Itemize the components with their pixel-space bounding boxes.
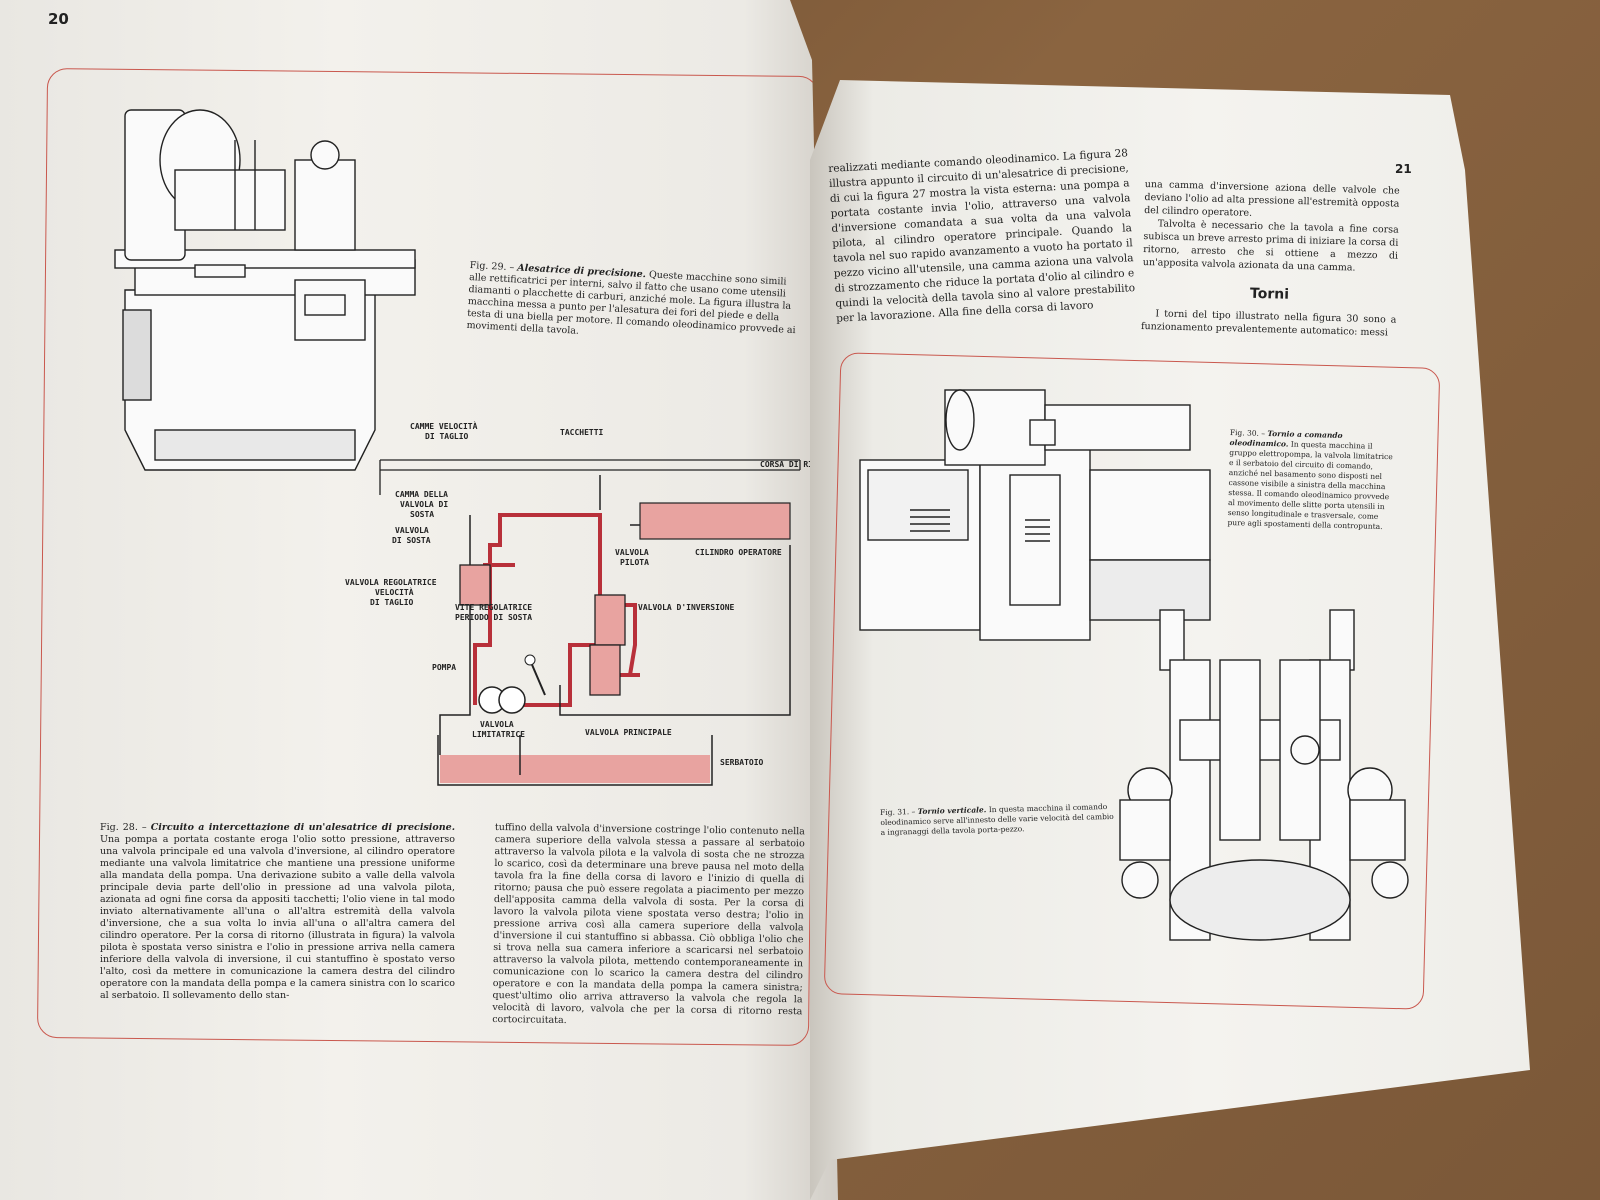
fig28-text-col1: Una pompa a portata costante eroga l'oli… — [100, 834, 455, 1001]
label-periodo-di-sosta: PERIODO DI SOSTA — [455, 613, 532, 622]
fig30-text: In questa macchina il gruppo elettropomp… — [1227, 439, 1393, 532]
label-di-sosta: DI SOSTA — [392, 536, 431, 545]
section-heading-torni: Torni — [1249, 285, 1290, 303]
right-col2-para2: Talvolta è necessario che la tavola a fi… — [1142, 218, 1399, 274]
right-col2-para3: I torni del tipo illustrato nella figura… — [1140, 308, 1397, 339]
right-body-col1: realizzati mediante comando oleodinamico… — [828, 147, 1136, 325]
label-tacchetti: TACCHETTI — [560, 428, 604, 437]
label-valvola: VALVOLA — [395, 526, 429, 535]
label-serbatoio: SERBATOIO — [720, 758, 764, 767]
label-sosta: SOSTA — [410, 510, 434, 519]
label-di-taglio: DI TAGLIO — [370, 598, 414, 607]
fig29-boring-machine-illustration — [114, 109, 416, 471]
label-pompa: POMPA — [432, 663, 456, 672]
serbatoio-oil-tank — [440, 755, 710, 783]
label-corsa-di-ritorno: CORSA DI RITORNO — [760, 460, 837, 469]
label-valvola-inversione: VALVOLA D'INVERSIONE — [638, 603, 735, 612]
right-page: 21 realizzati mediante comando oleodinam… — [810, 80, 1530, 1200]
cilindro-operatore-cylinder — [639, 502, 791, 540]
label-camme-velocita: CAMME VELOCITÀ — [410, 420, 478, 431]
label-valvola-limitatrice-1: VALVOLA — [480, 720, 514, 729]
label-valvola-pilota-1: VALVOLA — [615, 548, 649, 557]
label-di-taglio-top: DI TAGLIO — [425, 432, 469, 441]
label-camma-della: CAMMA DELLA — [395, 490, 448, 499]
label-cilindro-operatore: CILINDRO OPERATORE — [695, 548, 782, 557]
page-number-right: 21 — [1395, 162, 1412, 176]
label-valvola-limitatrice-2: LIMITATRICE — [472, 730, 525, 739]
page-number-left: 20 — [48, 10, 69, 28]
fig31-vertical-lathe-illustration — [1119, 609, 1409, 941]
fig29-text: Queste macchine sono simili alle rettifi… — [466, 269, 796, 337]
fig28-title: Circuito a intercettazione di un'alesatr… — [150, 822, 455, 833]
right-body-col2: una camma d'inversione aziona delle valv… — [1141, 178, 1400, 340]
label-vite-regolatrice: VITE REGOLATRICE — [455, 603, 532, 612]
fig28-caption-col2: tuffino della valvola d'inversione costr… — [492, 822, 805, 1027]
fig31-title: Tornio verticale. — [917, 805, 987, 817]
fig31-label: Fig. 31. – — [880, 807, 918, 817]
fig30-caption: Fig. 30. – Tornio a comando oleodinamico… — [1227, 428, 1395, 532]
fig30-hydraulic-lathe-illustration — [859, 389, 1211, 641]
fig28-caption-col1: Fig. 28. – Circuito a intercettazione di… — [100, 822, 455, 1002]
fig31-caption: Fig. 31. – Tornio verticale. In questa m… — [880, 802, 1119, 838]
fig28-hydraulic-circuit-diagram: CAMME VELOCITÀ DI TAGLIO TACCHETTI CORSA… — [345, 420, 837, 786]
label-valvola-di: VALVOLA DI — [400, 500, 448, 509]
label-valvola-principale: VALVOLA PRINCIPALE — [585, 728, 672, 737]
label-valvola-pilota-2: PILOTA — [620, 558, 649, 567]
fig28-label: Fig. 28. – — [100, 822, 151, 833]
label-valvola-regolatrice: VALVOLA REGOLATRICE — [345, 578, 437, 587]
label-velocita: VELOCITÀ — [375, 586, 414, 597]
fig30-label: Fig. 30. – — [1229, 428, 1268, 438]
left-page: 20 Fig. 29. – Ales — [0, 0, 838, 1200]
right-col2-para1: una camma d'inversione aziona delle valv… — [1144, 178, 1400, 219]
